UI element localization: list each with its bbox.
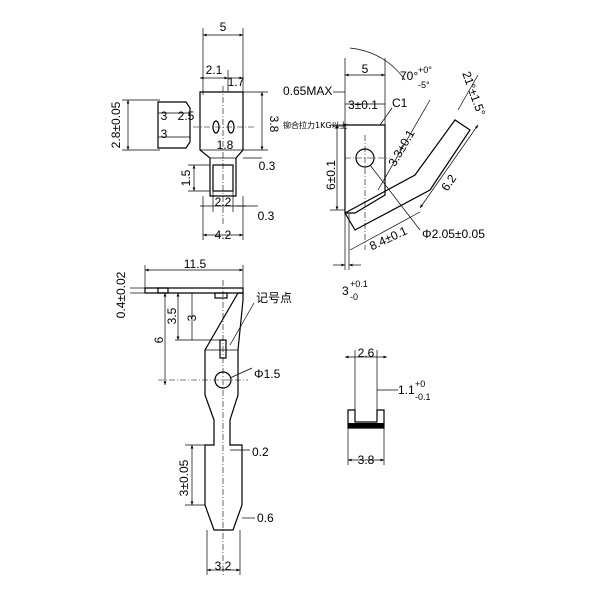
dim-2-1: 2.1 (206, 63, 223, 77)
dim-0-3-top: 0.3 (259, 159, 276, 173)
dim-angle-70: 70° (400, 69, 418, 83)
dim-3-3-pm: 3.3±0.1 (385, 127, 417, 169)
dim-0-3-bottom: 0.3 (258, 209, 275, 223)
dim-3-tol-upper: +0.1 (350, 279, 368, 289)
dim-3-left: 3 (161, 109, 168, 123)
dim-1-1-tol-lower: -0.1 (415, 392, 431, 402)
dim-0-65max: 0.65MAX (283, 84, 332, 98)
dim-2-6: 2.6 (358, 346, 375, 360)
dim-6-2: 6.2 (438, 172, 459, 194)
dim-2-2: 2.2 (215, 195, 232, 209)
dim-3: 3 (185, 314, 199, 321)
dim-6: 6 (152, 336, 166, 343)
dim-c1: C1 (392, 96, 408, 110)
dim-4-2: 4.2 (215, 228, 232, 242)
dim-phi-1-5: Φ1.5 (254, 367, 281, 381)
dim-3-tol-lower: -0 (350, 292, 358, 302)
dim-8-4-pm: 8.4±0.1 (367, 223, 409, 253)
dim-width-total: 5 (220, 20, 227, 34)
dim-1-1: 1.1 (398, 383, 415, 397)
dim-3-8: 3.8 (358, 453, 375, 467)
dim-phi-2-05: Φ2.05±0.05 (422, 227, 485, 241)
dim-2-8: 2.8±0.05 (109, 101, 123, 148)
dim-3-2: 3.2 (215, 559, 232, 573)
dim-3-8: 3.8 (267, 116, 281, 133)
dim-1-1-tol-upper: +0 (415, 379, 425, 389)
view-bottom-left: 11.5 0.4±0.02 记号点 3.5 3 6 Φ1.5 (114, 257, 292, 575)
dim-3-5: 3.5 (165, 307, 179, 324)
dim-5: 5 (362, 62, 369, 76)
dim-6-pm-0-1: 6±0.1 (324, 160, 338, 190)
note-pull-force: 铆合拉力1KG以上 (283, 120, 348, 130)
dim-0-6: 0.6 (257, 511, 274, 525)
note-mark: 记号点 (256, 291, 292, 305)
dim-1-7: 1.7 (228, 75, 245, 89)
dim-2-5: 2.5 (178, 109, 195, 123)
dim-angle-70-tol-lower: -5° (418, 80, 430, 90)
dim-angle-21: 21°±1.5° (459, 70, 488, 118)
view-bottom-right: 2.6 1.1 +0 -0.1 3.8 (345, 346, 431, 467)
view-top-left: 5 2.1 1.7 2.8±0.05 3 3 2.5 1.8 3.8 (109, 20, 281, 242)
dim-3-pm-0-05: 3±0.05 (177, 459, 191, 496)
dim-1-5: 1.5 (179, 169, 193, 186)
dim-3-tol: 3 (342, 284, 349, 298)
dim-0-4: 0.4±0.02 (114, 271, 128, 318)
dim-0-2: 0.2 (252, 445, 269, 459)
dim-11-5: 11.5 (184, 257, 207, 271)
dim-1-8: 1.8 (217, 138, 234, 152)
dim-3-3: 3 (161, 127, 168, 141)
view-top-right: 0.65MAX 5 70° +0° -5° 3±0.1 C1 铆合拉力1KG以上… (283, 47, 488, 302)
dim-3-pm-0-1: 3±0.1 (348, 98, 378, 112)
dim-angle-70-tol-upper: +0° (418, 65, 432, 75)
